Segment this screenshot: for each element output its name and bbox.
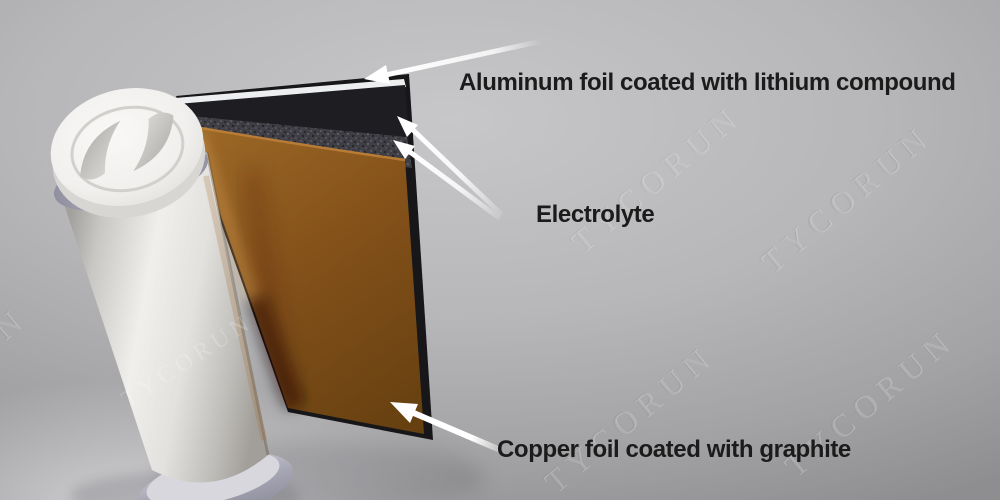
arrow-electrolyte-lower-head [393,140,415,159]
label-copper-foil: Copper foil coated with graphite [497,436,851,463]
arrow-aluminum-head [364,65,390,84]
arrow-electrolyte-lower-line [407,149,501,220]
cap-vent-slot-2 [133,112,174,172]
cap-inner-ring [70,105,185,193]
cylinder-right-edge [205,151,270,456]
copper-fold-shade [244,168,300,404]
lithium-compound-band [177,85,409,141]
arrow-copper-head [390,402,418,423]
arrow-aluminum-line [378,38,545,79]
cylinder-warm-reflection [203,175,267,441]
copper-foil-sheet [189,125,424,434]
arrow-copper-line [406,408,501,452]
aluminum-foil-top-edge [175,79,406,106]
cap-vent-slot-1 [80,120,121,180]
annotation-arrows [364,38,545,452]
cap-details [70,105,185,193]
label-aluminum-foil: Aluminum foil coated with lithium compou… [459,69,956,96]
battery-cell-cylinder: TYCORUN [50,88,294,500]
label-electrolyte: Electrolyte [536,201,655,228]
cylinder-body [57,152,268,483]
arrow-electrolyte-upper-line [409,126,503,216]
arrow-electrolyte-upper-head [397,116,418,137]
copper-top-edge-highlight [188,124,406,162]
